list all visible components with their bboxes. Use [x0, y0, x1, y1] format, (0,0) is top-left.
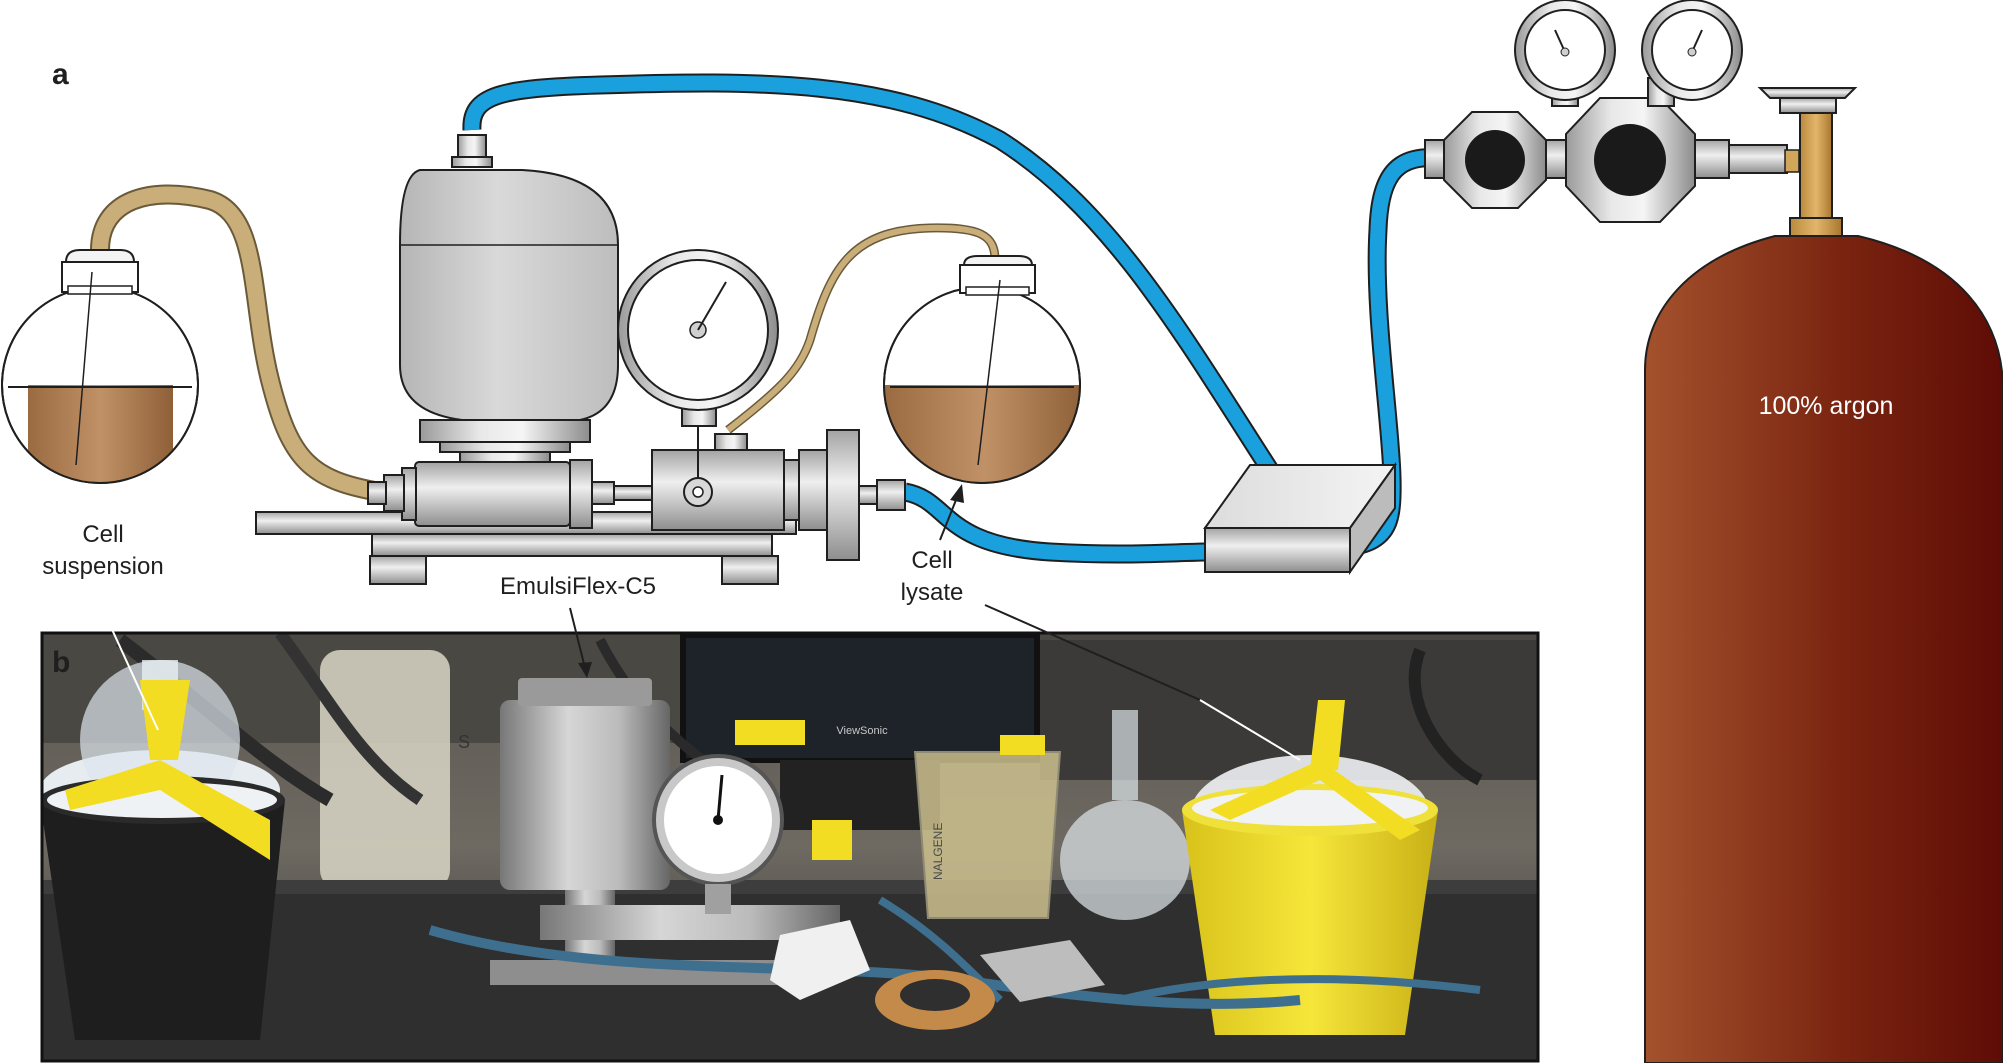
pressure-gauge: [617, 249, 779, 427]
lysate-pointer-outer: [984, 604, 1201, 701]
emulsiflex-label: EmulsiFlex-C5: [500, 573, 656, 600]
gas-splitter-box: [1203, 461, 1397, 576]
lysate-label-arrow: [939, 494, 959, 541]
cylinder-body: [1644, 235, 2003, 1063]
bottle-tag: S: [458, 732, 470, 752]
emulsiflex-photo: [490, 678, 840, 985]
lysate-pointer-inner: [1199, 699, 1301, 761]
suspension-pointer: [109, 624, 159, 731]
panel-label-b: b: [52, 646, 70, 679]
ice-bucket-black: [42, 660, 285, 1040]
monitor-brand: ViewSonic: [836, 725, 888, 737]
panel-b-photo: ViewSonic: [42, 633, 1538, 1061]
argon-label: 100% argon: [1759, 392, 1894, 420]
beaker-brand: NALGENE: [931, 823, 945, 880]
emulsiflex-pointer: [569, 607, 586, 669]
nalgene-beaker: NALGENE: [913, 751, 1062, 919]
cell-lysate-flask: [883, 255, 1081, 484]
cell-suspension-label-line2: suspension: [42, 553, 163, 580]
cell-lysate-label-line1: Cell: [911, 547, 952, 574]
cell-suspension-label-line1: Cell: [82, 521, 123, 548]
gas-regulator: [1424, 0, 1788, 223]
argon-cylinder: [1644, 87, 2003, 1063]
photo-frame: [40, 631, 1540, 1063]
cell-suspension-flask: [1, 249, 199, 484]
sample-reservoir-tank: [399, 169, 619, 421]
panel-label-a: a: [52, 58, 69, 91]
cell-lysate-label-line2: lysate: [901, 579, 964, 606]
homogenizer-pump: [367, 134, 906, 561]
